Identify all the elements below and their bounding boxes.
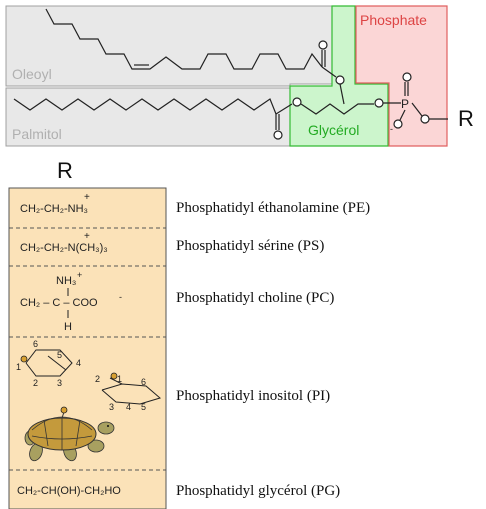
- pi-name: Phosphatidyl inositol (PI): [176, 388, 330, 404]
- oleoyl-carbonyl-oxygen: [318, 40, 328, 50]
- glycerol-to-oleoyl-oxygen: [339, 83, 345, 105]
- pc-formula-top-charge: +: [77, 270, 82, 280]
- phosphate-right-oxygen: [420, 114, 430, 124]
- inositol-ring-b: [101, 377, 162, 405]
- palmitol-label: Palmitol: [12, 126, 62, 142]
- palmitol-carbonyl-oxygen: [273, 130, 283, 140]
- glycerol-backbone: [300, 103, 374, 115]
- pc-name: Phosphatidyl choline (PC): [176, 290, 334, 306]
- oleoyl-ester-oxygen: [335, 75, 345, 85]
- ps-charge: +: [84, 231, 90, 242]
- ring-b-phosphate-link: [110, 372, 118, 380]
- ring-b-label-4: 4: [126, 402, 131, 412]
- oleoyl-ester-bond: [321, 66, 337, 78]
- ring-a-label-6: 6: [33, 339, 38, 349]
- oleoyl-region: [5, 5, 333, 87]
- r-heading: R: [57, 158, 73, 183]
- glycerol-label: Glycérol: [308, 122, 359, 138]
- ring-b-label-3: 3: [109, 402, 114, 412]
- turtle-illustration: [24, 406, 115, 462]
- oleoyl-chain: [45, 8, 323, 70]
- palmitol-ester-bond: [275, 103, 293, 115]
- inositol-ring-a: [25, 349, 73, 377]
- ps-name: Phosphatidyl sérine (PS): [176, 238, 324, 254]
- phosphate-bottom-oxygen: [393, 119, 403, 129]
- phosphate-charge: -: [390, 124, 393, 134]
- palmitol-chain: [13, 98, 277, 115]
- ring-a-label-1: 1: [16, 362, 21, 372]
- phosphate-region: [355, 5, 448, 147]
- palmitol-ester-oxygen: [292, 97, 302, 107]
- ring-b-label-2: 2: [95, 374, 100, 384]
- pc-formula-middle: CH₂ – C – COO: [20, 297, 98, 309]
- glycerol-phosphate-oxygen: [374, 98, 384, 108]
- pc-formula-middle-charge: -: [119, 292, 122, 302]
- phosphate-bond-down: [399, 109, 406, 121]
- ring-a-label-5: 5: [57, 350, 62, 360]
- ring-b-label-5: 5: [141, 402, 146, 412]
- ring-a-label-2: 2: [33, 378, 38, 388]
- phosphate-top-oxygen: [402, 72, 412, 82]
- oleoyl-label: Oleoyl: [12, 66, 52, 82]
- pe-name: Phosphatidyl éthanolamine (PE): [176, 200, 370, 216]
- phosphate-bond-right: [411, 102, 423, 117]
- pe-charge: +: [84, 192, 90, 203]
- r-group-symbol: R: [458, 106, 474, 131]
- ring-b-label-6: 6: [141, 377, 146, 387]
- palmitol-region: [5, 87, 292, 147]
- pg-name: Phosphatidyl glycérol (PG): [176, 483, 340, 499]
- pe-formula: CH₂-CH₂-NH₃: [20, 203, 88, 215]
- pg-formula: CH₂-CH(OH)-CH₂HO: [17, 485, 121, 497]
- ps-formula: CH₂-CH₂-N(CH₃)₃: [20, 242, 108, 254]
- phosphate-label: Phosphate: [360, 12, 427, 28]
- pc-formula-top: NH₃: [56, 275, 76, 287]
- ring-a-label-3: 3: [57, 378, 62, 388]
- pc-formula-bottom: H: [64, 321, 72, 333]
- ring-a-phosphate-link: [20, 355, 28, 363]
- ring-a-label-4: 4: [76, 358, 81, 368]
- ring-b-label-1: 1: [117, 374, 122, 384]
- phosphorus-atom: P: [401, 97, 409, 111]
